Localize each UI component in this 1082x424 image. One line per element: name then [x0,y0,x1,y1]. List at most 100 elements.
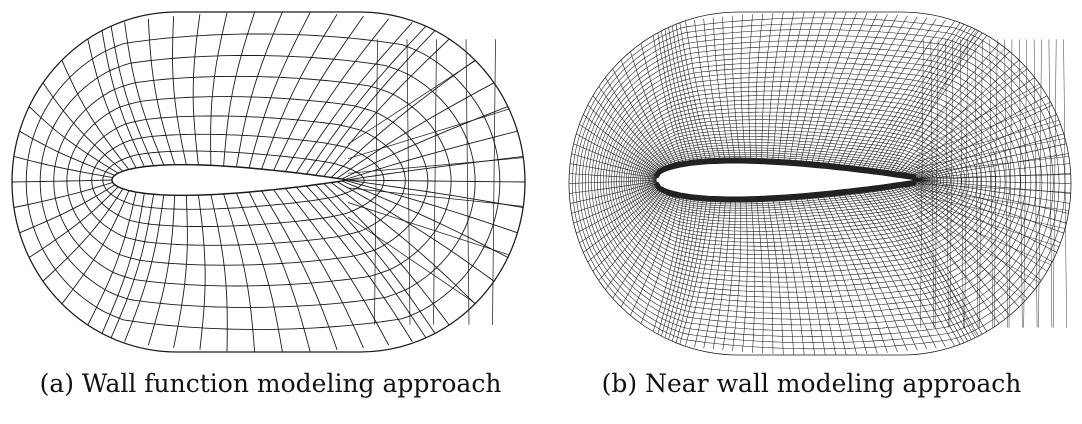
mesh-radial-line [712,17,731,164]
domain-boundary [568,11,1072,356]
mesh-radial-line [902,181,1035,290]
mesh-radial-line [884,184,983,335]
wake-line [915,84,1040,152]
wake-line [915,120,1060,163]
airfoil-shape [655,162,916,198]
mesh-radial-line [576,133,659,176]
mesh-radial-line [772,195,795,355]
mesh-radial-line [273,189,364,348]
mesh-radial-line [914,180,1067,224]
mesh-radial-line [815,192,878,354]
mesh-radial-line [13,181,113,208]
mesh-radial-line [783,11,815,165]
mesh-radial-line [868,25,969,174]
wake-line [1052,39,1057,328]
mesh-radial-line [872,27,972,175]
mesh-radial-line [804,12,857,167]
mesh-radial-line [87,38,137,169]
mesh-radial-line [295,186,413,342]
mesh-radial-line [61,190,130,305]
mesh-radial-line [110,194,155,338]
mesh-radial-line [620,191,676,308]
mesh-radial-line [336,181,495,282]
wake-line [960,39,964,328]
mesh-radial-line [894,51,1010,177]
mesh-radial-line [273,15,364,171]
mesh-radial-line [657,194,688,335]
mesh-radial-line [620,59,676,169]
mesh-radial-line [793,194,837,355]
wake-line [347,202,510,256]
mesh-radial-line [908,104,1053,180]
wake-line [920,39,924,328]
mesh-radial-line [671,25,704,165]
mesh-radial-line [855,21,955,172]
wake-line [915,183,1071,193]
mesh-radial-line [248,12,311,169]
mesh-radial-line [192,14,201,165]
mesh-radial-line [330,59,476,178]
mesh-radial-line [836,190,918,351]
mesh-radial-line [755,13,763,164]
mesh-radial-line [661,30,692,166]
mesh-radial-line [576,184,659,234]
wake-line [915,226,978,338]
mesh-radial-line [569,173,657,180]
wake-line [915,47,1006,141]
mesh-radial-line [61,60,130,170]
mesh-radial-line [799,193,847,355]
mesh-radial-line [345,179,518,234]
wake-line [1038,39,1042,328]
wake-line [915,221,1006,320]
mesh-radial-line [890,183,1000,324]
mesh-radial-line [652,193,685,332]
wake-line [1023,39,1027,328]
wake-line [915,156,1069,174]
mesh-radial-line [124,194,165,342]
wake-line [1004,39,1008,328]
mesh-radial-line [640,192,682,324]
mesh-radial-line [756,196,764,354]
mesh-radial-line [42,188,124,282]
mesh-radial-line [664,195,696,338]
mesh-radial-line [568,179,657,184]
mesh-radial-line [679,196,713,345]
wake-line [915,66,1026,146]
mesh-radial-line [306,185,427,339]
mesh-radial-line [742,196,748,353]
wake-line [915,188,1069,211]
wake-line [915,194,1066,229]
mesh-radial-line [630,51,678,168]
mesh-radial-line [19,130,115,176]
wake-line [347,157,524,174]
wake-line [915,205,1051,265]
mesh-radial-line [223,11,256,167]
mesh-radial-line [880,30,979,176]
panel-near-wall: (b) Near wall modeling approach [541,0,1082,424]
mesh-radial-line [668,195,700,340]
mesh-radial-line [110,26,155,166]
wake-line [1048,39,1053,328]
mesh-radial-line [694,196,722,348]
wake-line [1063,39,1067,328]
mesh-lines [11,11,526,353]
mesh-radial-line [101,193,145,334]
mesh-radial-line [820,191,888,353]
mesh-radial-line [761,13,774,164]
mesh-radial-line [323,38,450,177]
mesh-radial-line [587,104,664,173]
wake-line [949,39,954,328]
mesh-radial-line [336,82,495,179]
mesh-radial-line [750,196,756,353]
mesh-radial-line [887,35,988,177]
mesh-radial-line [592,95,666,172]
mesh-radial-line [612,68,673,170]
mesh-radial-line [284,18,389,172]
mesh-radial-line [820,14,888,169]
mesh-radial-line [330,182,476,305]
mesh-radial-line [732,196,742,352]
mesh-radial-line [573,183,658,224]
mesh-radial-line [783,195,815,356]
wake-line [974,39,979,328]
mesh-radial-line [248,191,311,352]
